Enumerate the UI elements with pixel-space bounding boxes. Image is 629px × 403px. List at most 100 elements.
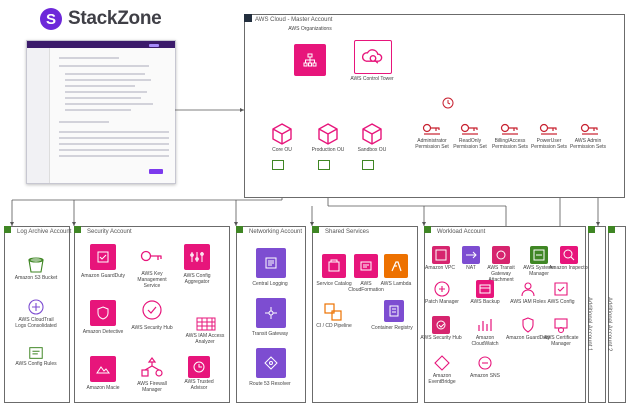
permission-set-icon: [580, 120, 600, 136]
security-service-label-1: Amazon GuardDuty: [81, 273, 125, 279]
transit-gateway-icon: [256, 298, 286, 328]
scp-label-4: PowerUser Permission Sets: [530, 138, 568, 150]
workload-service-label-15: Amazon SNS: [469, 373, 500, 379]
account-badge-icon: [608, 226, 615, 233]
ou-cube-icon[interactable]: [271, 122, 293, 146]
lambda-icon: [384, 254, 408, 278]
security-hub-icon: [432, 316, 450, 334]
permission-set-icon: [460, 120, 480, 136]
container-registry-icon: [384, 300, 404, 322]
security-service-label-9: AWS Trusted Advisor: [184, 379, 214, 391]
additional-account-panel-1: Additional Account 1: [586, 226, 606, 403]
networking-service-label-3: Route 53 Resolver: [249, 381, 291, 387]
permission-set-icon: [422, 120, 442, 136]
cloudwatch-icon: [476, 316, 494, 339]
scp-label-3: Billing/Access Permission Sets: [491, 138, 529, 150]
account-icon: [318, 160, 330, 170]
account-badge-icon: [74, 226, 81, 233]
account-icon: [362, 160, 374, 170]
workload-service-label-10: AWS Security Hub: [420, 335, 462, 341]
account-badge-icon: [424, 226, 431, 233]
cloudformation-icon: [354, 254, 378, 278]
log-service-label-1: Amazon S3 Bucket: [14, 275, 58, 281]
schedule-icon: [442, 96, 454, 109]
scp-label-2: ReadOnly Permission Set: [453, 138, 487, 150]
security-service-label-8: AWS Firewall Manager: [137, 381, 167, 393]
app-screenshot-thumbnail: [26, 40, 176, 184]
security-title: Security Account: [87, 229, 132, 235]
workload-service-label-9: AWS Config: [547, 299, 575, 305]
detective-icon: [90, 300, 116, 326]
scp-label-5: AWS Admin Permission Sets: [569, 138, 607, 150]
shared-service-label-2: AWS CloudFormation: [348, 281, 384, 293]
security-service-label-5: AWS Security Hub: [131, 325, 173, 331]
control-tower-label: AWS Control Tower: [350, 76, 394, 82]
log-archive-title: Log Archive Account: [17, 229, 72, 235]
permission-set-icon: [539, 120, 559, 136]
networking-service-label-1: Central Logging: [252, 281, 288, 287]
stackzone-logo-icon: S: [40, 8, 62, 30]
ou-label-production: Production OU: [311, 147, 345, 153]
backup-icon: [476, 280, 494, 298]
security-service-label-2: AWS Key Management Service: [137, 271, 167, 289]
workload-service-label-1: Amazon VPC: [424, 265, 455, 271]
security-service-label-6: AWS IAM Access Analyzer: [185, 333, 225, 345]
central-logging-icon: [256, 248, 286, 278]
workload-service-label-7: AWS Backup: [470, 299, 500, 305]
service-catalog-icon: [322, 254, 346, 278]
workload-service-label-6: Patch Manager: [425, 299, 459, 305]
account-icon: [272, 160, 284, 170]
security-hub-icon: [140, 298, 164, 327]
brand-name: StackZone: [68, 8, 162, 29]
shared-service-label-1: Service Catalog: [316, 281, 352, 287]
trusted-advisor-icon: [188, 356, 210, 378]
workload-title: Workload Account: [437, 229, 486, 235]
permission-set-icon: [500, 120, 520, 136]
sns-icon: [476, 354, 494, 377]
networking-title: Networking Account: [249, 229, 303, 235]
guardduty-icon: [519, 316, 537, 339]
macie-icon: [90, 356, 116, 382]
iam-roles-icon: [519, 280, 537, 303]
master-account-title: AWS Cloud - Master Account: [255, 17, 333, 23]
workload-service-label-5: Amazon Inspector: [548, 265, 590, 271]
account-badge-icon: [4, 226, 11, 233]
cloudtrail-icon: [27, 298, 45, 321]
account-badge-icon: [312, 226, 319, 233]
ou-label-core: Core OU: [272, 147, 292, 153]
systems-manager-icon: [530, 246, 548, 264]
firewall-manager-icon: [140, 356, 164, 383]
aws-organizations-icon[interactable]: [294, 44, 326, 76]
workload-service-label-14: Amazon EventBridge: [428, 373, 456, 385]
guardduty-icon: [90, 244, 116, 270]
aws-organizations-label: AWS Organizations: [288, 26, 332, 32]
additional-account-title-2: Additional Account 2: [606, 297, 612, 352]
eventbridge-icon: [433, 354, 451, 377]
thumbnail-sidebar: [27, 48, 50, 183]
access-analyzer-icon: [196, 316, 216, 337]
workload-service-label-12: Amazon GuardDuty: [506, 335, 550, 341]
control-tower-icon[interactable]: [354, 40, 392, 74]
config-aggregator-icon: [184, 244, 210, 270]
inspector-icon: [560, 246, 578, 264]
brand-logo: S StackZone: [40, 8, 162, 30]
account-badge-icon: [236, 226, 243, 233]
ou-cube-icon[interactable]: [317, 122, 339, 146]
ou-cube-icon[interactable]: [361, 122, 383, 146]
additional-account-title-1: Additional Account 1: [586, 297, 592, 352]
shared-service-label-4: CI / CD Pipeline: [316, 323, 352, 329]
workload-service-label-13: AWS Certificate Manager: [543, 335, 579, 347]
certificate-manager-icon: [552, 316, 570, 339]
s3-bucket-icon: [27, 256, 45, 279]
shared-title: Shared Services: [325, 229, 370, 235]
log-archive-account-panel: Log Archive Account: [4, 226, 72, 403]
config-icon: [552, 280, 570, 303]
aws-cloud-icon: [244, 14, 252, 22]
shared-service-label-5: Container Registry: [371, 325, 413, 331]
workload-service-label-3: AWS Transit Gateway Attachment: [487, 265, 515, 283]
workload-service-label-4: AWS Systems Manager: [523, 265, 555, 277]
pipeline-icon: [323, 302, 343, 327]
thumbnail-top-bar: [27, 41, 175, 48]
scp-label-1: Administrator Permission Set: [415, 138, 449, 150]
tgw-attachment-icon: [492, 246, 510, 264]
